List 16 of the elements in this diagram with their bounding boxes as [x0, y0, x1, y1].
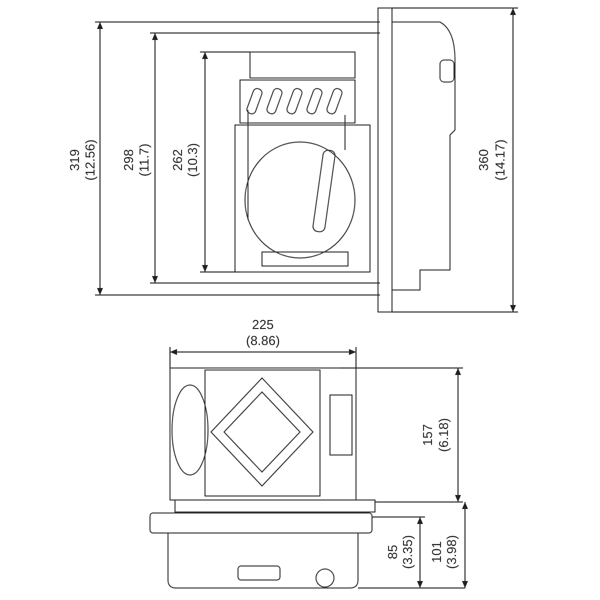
- dimension-label: (12.56): [83, 139, 98, 181]
- dimension-label: (11.7): [137, 144, 151, 176]
- dimension-label: 262: [170, 149, 185, 171]
- dimension-label: 225: [252, 318, 274, 332]
- dimension-label: 85: [386, 544, 400, 560]
- dimension-label: (6.18): [436, 418, 451, 452]
- dimension-label: (8.86): [246, 334, 280, 348]
- dimension-label: (3.35): [400, 535, 415, 569]
- dimension-label: 360: [476, 149, 491, 171]
- dimension-label: 157: [420, 424, 435, 446]
- dimension-label: (10.3): [186, 143, 200, 177]
- dimension-label: 101: [430, 541, 444, 563]
- dimension-label: (14.17): [493, 139, 508, 181]
- dimension-label: (3.98): [444, 535, 459, 569]
- dimension-label: 298: [122, 149, 136, 171]
- dimension-label: 319: [68, 149, 82, 171]
